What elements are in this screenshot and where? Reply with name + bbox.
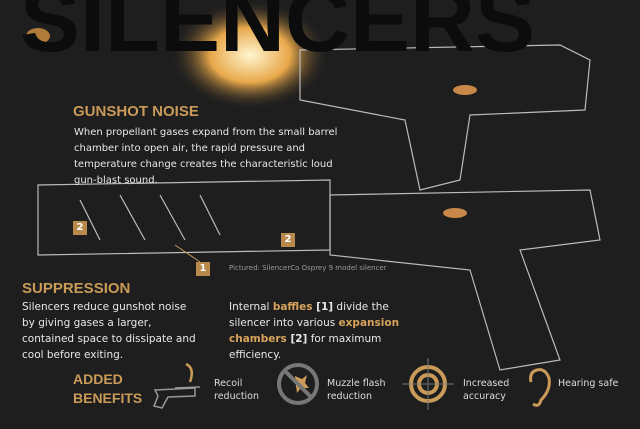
heading-line: ADDED	[73, 371, 123, 387]
benefit-accuracy: Increased accuracy	[463, 377, 509, 403]
image-caption: Pictured: SilencerCo Osprey 9 model sile…	[229, 264, 387, 272]
ear-icon	[529, 368, 551, 407]
heading-line: BENEFITS	[73, 390, 143, 406]
chamber-badge: 2	[281, 233, 295, 247]
ref: [2]	[286, 333, 308, 345]
no-muzzle-flash-icon	[277, 363, 319, 405]
target-icon	[402, 358, 454, 410]
label: Recoil	[214, 378, 243, 389]
label: Hearing safe	[558, 378, 619, 389]
gunshot-text: When propellant gases expand from the sm…	[74, 127, 338, 186]
text: for maximum efficiency.	[229, 333, 382, 361]
text: divide the silencer into various	[229, 301, 389, 329]
text: Internal	[229, 301, 273, 313]
ref: [1]	[312, 301, 334, 313]
label: reduction	[327, 391, 373, 402]
internal-text: Internal baffles [1] divide the silencer…	[229, 299, 404, 363]
benefits-heading: ADDED BENEFITS	[73, 370, 142, 408]
label: accuracy	[463, 391, 506, 402]
label: Muzzle flash	[327, 378, 386, 389]
benefit-muzzle-flash: Muzzle flash reduction	[327, 377, 385, 403]
bullet-icon	[26, 28, 50, 44]
benefit-hearing: Hearing safe	[558, 377, 618, 390]
muzzle-blast	[170, 0, 330, 110]
label: reduction	[214, 391, 260, 402]
chamber-badge: 2	[73, 221, 87, 235]
suppression-text: Silencers reduce gunshot noise by giving…	[22, 301, 196, 361]
recoil-icon	[152, 362, 201, 409]
baffles-term: baffles	[272, 301, 313, 313]
chambers-term: expansion chambers	[229, 317, 400, 345]
suppression-heading: SUPPRESSION	[22, 280, 131, 297]
baffle-badge: 1	[196, 262, 210, 276]
label: Increased	[463, 378, 510, 389]
title-backdrop: SILENCERS	[20, 0, 536, 71]
gunshot-heading: GUNSHOT NOISE	[73, 103, 199, 120]
benefit-recoil: Recoil reduction	[214, 377, 259, 403]
